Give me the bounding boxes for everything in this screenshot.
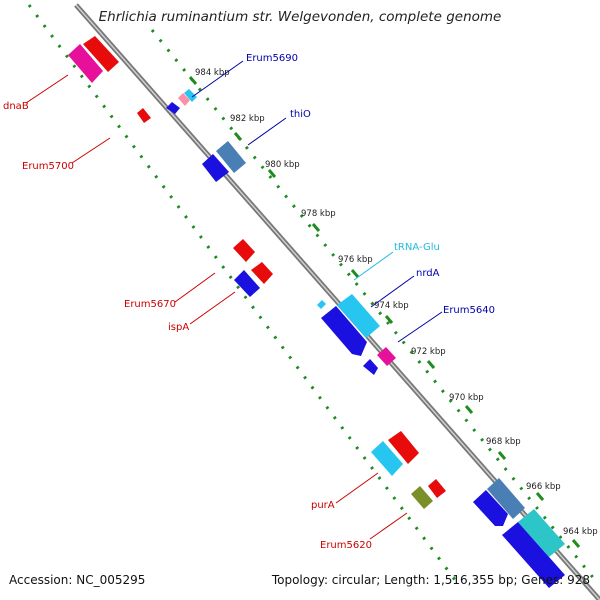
leader-thio [247,117,287,146]
gene-nrda-a[interactable] [321,306,367,356]
major-ticks [188,76,581,548]
label-erum5690: Erum5690 [246,53,298,64]
gene-erum5690-c[interactable] [184,89,197,102]
label-nrda: nrdA [416,268,440,279]
tick-label: 984 kbp [195,68,230,78]
tick-label: 980 kbp [265,160,300,170]
leader-erum5620 [369,512,408,540]
genome-summary: Topology: circular; Length: 1,516,355 bp… [271,573,590,587]
gene-erum5640-b[interactable] [377,347,396,366]
label-ispa: ispA [168,322,189,333]
tick-label: 970 kbp [449,393,484,403]
gene-dnab-a[interactable] [68,44,103,83]
gene-erum5670[interactable] [233,239,255,262]
leader-pura [335,472,379,504]
gene-erum5690-a[interactable] [166,102,180,114]
label-pura: purA [311,500,335,511]
leader-erum5670 [174,272,216,303]
leader-trna-glu [353,251,394,281]
label-erum5700: Erum5700 [22,161,74,172]
label-erum5670: Erum5670 [124,299,176,310]
gene-966-b[interactable] [487,478,525,519]
gene-erum5700[interactable] [137,108,151,123]
label-thio: thiO [290,109,311,120]
gene-erum5640-a[interactable] [363,359,378,375]
gene-trna-glu[interactable] [317,300,326,309]
gene-ispa-b[interactable] [251,262,273,284]
tick-label: 968 kbp [486,437,521,447]
gene-thio-b[interactable] [216,141,246,173]
gene-erum5620-b[interactable] [428,479,446,498]
gene-964-b[interactable] [518,509,565,557]
gene-ispa-a[interactable] [234,270,260,297]
gene-pura-a[interactable] [371,441,403,476]
tick-label: 978 kbp [301,209,336,219]
reverse-strand-features [68,36,446,509]
gene-966-a[interactable] [473,490,508,526]
leader-nrda [370,275,415,308]
gene-pura-b[interactable] [388,431,419,464]
tick-label: 972 kbp [411,347,446,357]
leader-erum5640 [397,311,443,343]
label-trna-glu: tRNA-Glu [394,242,440,253]
label-dnab: dnaB [3,101,29,112]
label-erum5640: Erum5640 [443,305,495,316]
gene-964-a[interactable] [502,522,565,588]
gene-dnab-b[interactable] [83,36,119,72]
leader-ispa [189,291,236,325]
tick-label: 982 kbp [230,114,265,124]
tick-label: 964 kbp [563,527,598,537]
gene-nrda-b[interactable] [337,294,380,338]
label-erum5620: Erum5620 [320,540,372,551]
gene-erum5620-a[interactable] [411,486,433,509]
tick-label: 966 kbp [526,482,561,492]
tick-track-outer [150,29,597,581]
leader-erum5690 [191,60,244,98]
accession-label: Accession: NC_005295 [9,573,146,587]
gene-erum5690-b[interactable] [178,93,190,106]
gene-thio-a[interactable] [202,154,229,182]
map-title: Ehrlichia ruminantium str. Welgevonden, … [98,9,502,25]
tick-label: 974 kbp [374,301,409,311]
leader-erum5700 [71,137,111,164]
leader-dnab [25,74,69,104]
tick-label: 976 kbp [338,255,373,265]
forward-strand-features [166,89,565,588]
